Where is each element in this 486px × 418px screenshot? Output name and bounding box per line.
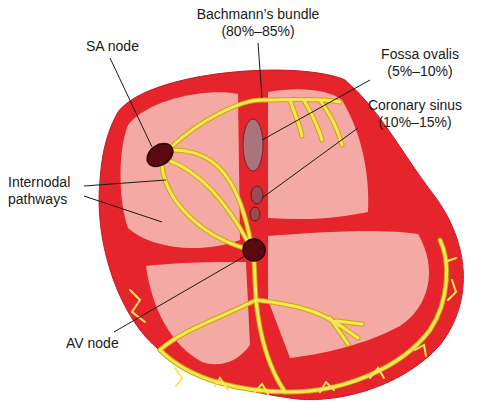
leader-lines (84, 43, 370, 332)
label-holder: AV node (66, 335, 136, 352)
coronary-sinus (250, 207, 260, 221)
callout-label: Bachmann’s bundle (80%–85%) (193, 6, 323, 40)
left-ventricle (268, 231, 429, 358)
pathway-outline (160, 100, 447, 393)
callout-label: Coronary sinus (10%–15%) (360, 97, 470, 131)
label-holder: Fossa ovalis (5%–10%) (372, 46, 468, 80)
callout-label: AV node (66, 335, 136, 352)
av-node (243, 239, 265, 261)
callout-label: SA node (86, 38, 156, 55)
leader-line (262, 128, 358, 198)
leader-line (84, 180, 166, 186)
leader-line (84, 196, 162, 222)
label-holder: Coronary sinus (10%–15%) (360, 97, 470, 131)
leader-line (258, 43, 262, 98)
leader-line (114, 256, 245, 332)
purkinje-fibres (130, 258, 456, 394)
label-holder: Bachmann’s bundle (80%–85%) (193, 6, 323, 40)
coronary-sinus (251, 186, 263, 204)
sa-node (143, 139, 177, 171)
leader-line (110, 58, 152, 147)
label-holder: SA node (86, 38, 156, 55)
label-holder: Internodal pathways (8, 174, 88, 208)
fossa-ovalis (243, 119, 263, 171)
conduction-pathway (160, 100, 447, 393)
callout-label: Internodal pathways (8, 174, 88, 208)
callout-label: Fossa ovalis (5%–10%) (372, 46, 468, 80)
